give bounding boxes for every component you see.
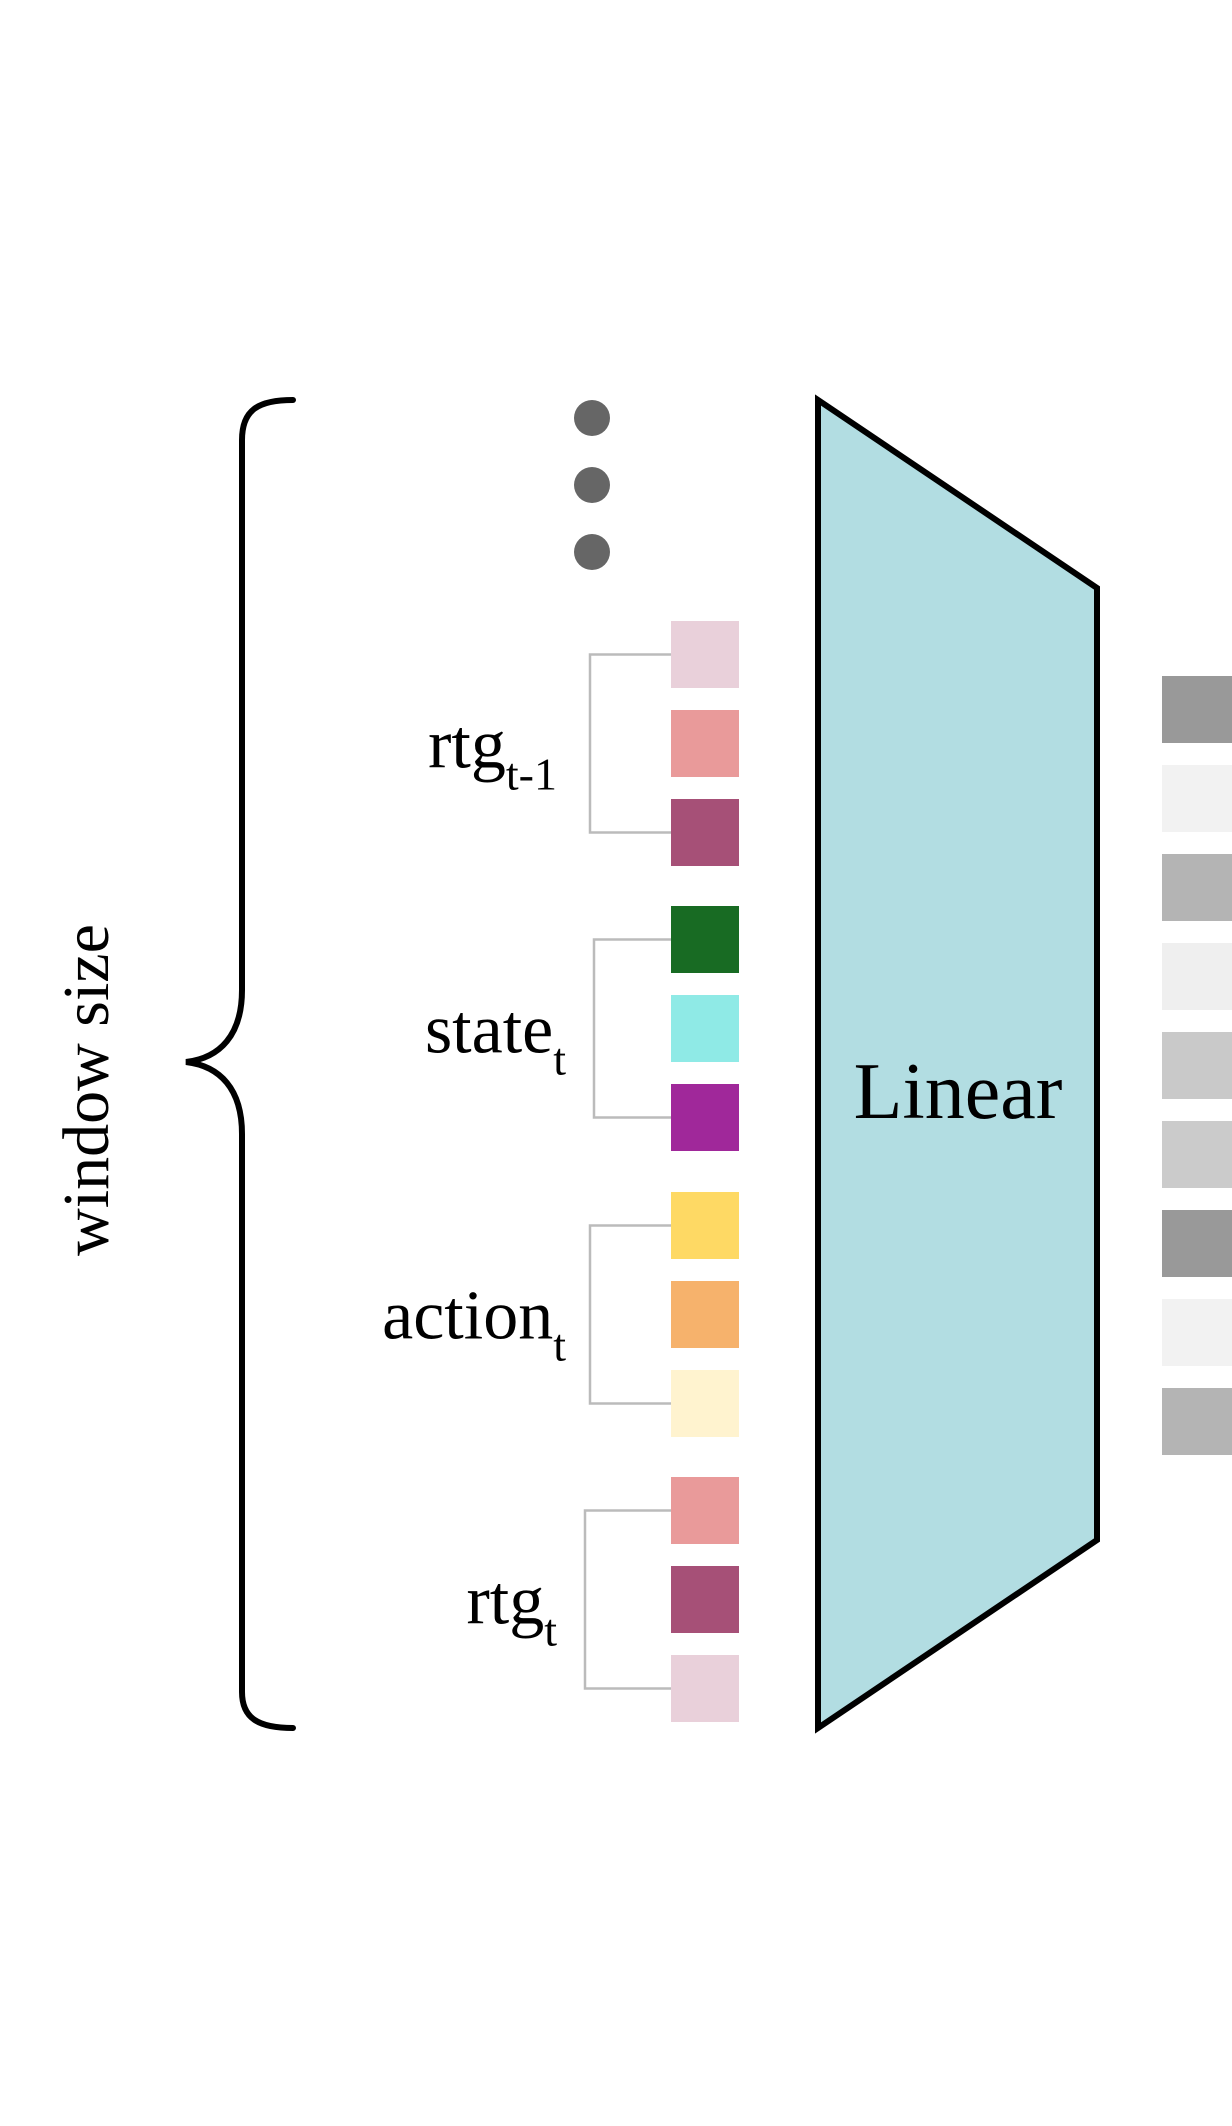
token-square bbox=[671, 1281, 739, 1348]
token-square bbox=[671, 1477, 739, 1544]
window-size-label: window size bbox=[50, 924, 123, 1256]
token-square bbox=[671, 1084, 739, 1151]
token-group-label: statet bbox=[425, 992, 566, 1085]
token-group-rtg-t: rtgt bbox=[466, 1477, 739, 1722]
token-square bbox=[671, 1655, 739, 1722]
token-square bbox=[671, 995, 739, 1062]
linear-layer-label: Linear bbox=[854, 1048, 1063, 1136]
group-connector bbox=[583, 1509, 671, 1690]
token-square bbox=[671, 1370, 739, 1437]
output-embedding-square bbox=[1162, 1210, 1232, 1277]
token-square bbox=[671, 710, 739, 777]
output-embedding-square bbox=[1162, 854, 1232, 921]
token-square bbox=[671, 1566, 739, 1633]
output-embedding-square bbox=[1162, 676, 1232, 743]
token-group-state-t: statet bbox=[425, 906, 739, 1151]
window-brace bbox=[185, 397, 296, 1731]
token-square bbox=[671, 621, 739, 688]
ellipsis-dot bbox=[574, 534, 610, 570]
group-connector bbox=[588, 1224, 671, 1405]
output-embedding-square bbox=[1162, 943, 1232, 1010]
output-embedding-square bbox=[1162, 1299, 1232, 1366]
ellipsis-icon bbox=[574, 400, 610, 570]
token-group-action-t: actiont bbox=[382, 1192, 739, 1437]
group-connector bbox=[588, 653, 671, 834]
token-group-label: rtgt-1 bbox=[428, 707, 557, 800]
token-group-label: rtgt bbox=[466, 1563, 557, 1656]
token-groups: rtgt-1 statet actiont rtgt bbox=[382, 621, 739, 1722]
output-embeddings bbox=[1162, 676, 1232, 1455]
output-embedding-square bbox=[1162, 1121, 1232, 1188]
token-square bbox=[671, 799, 739, 866]
token-group-label: actiont bbox=[382, 1278, 566, 1371]
ellipsis-dot bbox=[574, 467, 610, 503]
output-embedding-square bbox=[1162, 1032, 1232, 1099]
output-embedding-square bbox=[1162, 1388, 1232, 1455]
token-group-rtg-t-minus-1: rtgt-1 bbox=[428, 621, 739, 866]
token-square bbox=[671, 906, 739, 973]
ellipsis-dot bbox=[574, 400, 610, 436]
linear-layer-shape bbox=[815, 394, 1100, 1734]
token-square bbox=[671, 1192, 739, 1259]
output-embedding-square bbox=[1162, 765, 1232, 832]
group-connector bbox=[592, 938, 671, 1119]
